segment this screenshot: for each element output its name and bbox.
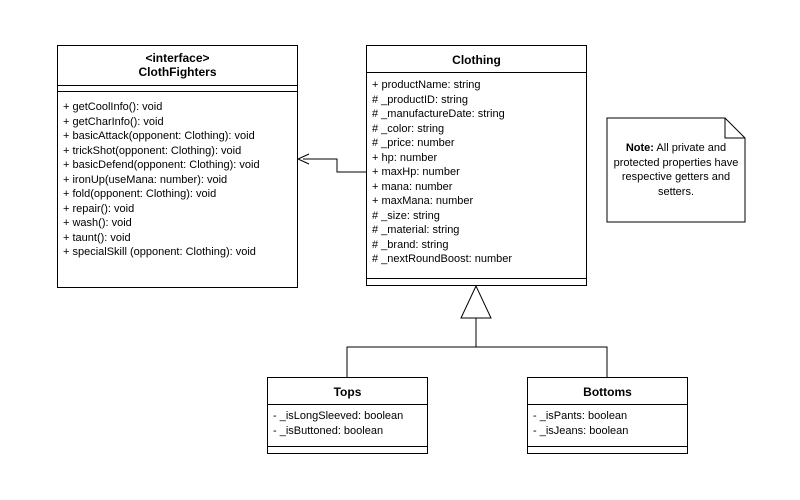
method-item: + trickShot(opponent: Clothing): void: [63, 144, 242, 157]
attribute-item: # _brand: string: [372, 238, 449, 251]
attribute-item: # _nextRoundBoost: number: [372, 253, 513, 265]
attribute-list: - _isLongSleeved: boolean - _isButtoned:…: [268, 405, 427, 438]
attribute-item: + maxHp: number: [372, 166, 460, 178]
attribute-list: - _isPants: boolean - _isJeans: boolean: [528, 405, 687, 438]
class-name: ClothFighters: [138, 65, 217, 79]
class-header: Bottoms: [528, 378, 687, 405]
class-header: <interface> ClothFighters: [58, 46, 297, 86]
attribute-item: # _color: string: [372, 122, 445, 135]
arrowhead-icon: [296, 153, 310, 165]
stereotype-label: <interface>: [145, 51, 210, 65]
note-body: All private and protected properties hav…: [613, 142, 739, 198]
clothing-class[interactable]: Clothing + productName: string # _produc…: [366, 45, 587, 286]
method-item: + specialSkill (opponent: Clothing): voi…: [63, 246, 256, 258]
attribute-item: # _productID: string: [372, 93, 468, 106]
method-item: + taunt(): void: [63, 231, 131, 244]
attribute-item: - _isLongSleeved: boolean: [273, 410, 404, 422]
attribute-item: + mana: number: [372, 180, 453, 193]
method-item: + getCharInfo(): void: [63, 115, 164, 128]
attribute-list: + productName: string # _productID: stri…: [367, 73, 586, 267]
method-compartment: [528, 446, 687, 447]
class-name: Clothing: [452, 53, 501, 67]
attribute-item: # _manufactureDate: string: [372, 108, 505, 120]
method-compartment: [268, 446, 427, 447]
attribute-item: - _isJeans: boolean: [533, 424, 629, 437]
attribute-item: + hp: number: [372, 151, 438, 164]
method-list: + getCoolInfo(): void + getCharInfo(): v…: [58, 92, 297, 260]
attribute-item: # _material: string: [372, 224, 460, 236]
method-item: + basicAttack(opponent: Clothing): void: [63, 130, 255, 142]
attribute-item: + productName: string: [372, 79, 481, 91]
method-item: + basicDefend(opponent: Clothing): void: [63, 159, 260, 171]
attribute-item: + maxMana: number: [372, 195, 474, 207]
realization-line: [303, 158, 366, 173]
inheritance-line: [476, 346, 608, 377]
tops-class[interactable]: Tops - _isLongSleeved: boolean - _isButt…: [267, 377, 428, 454]
class-name: Bottoms: [583, 385, 632, 399]
attribute-item: # _price: number: [372, 137, 455, 149]
clothfighters-class[interactable]: <interface> ClothFighters + getCoolInfo(…: [57, 45, 298, 288]
attribute-item: - _isPants: boolean: [533, 410, 628, 422]
method-item: + repair(): void: [63, 202, 135, 215]
inheritance-line: [346, 318, 477, 377]
inheritance-triangle-icon: [460, 284, 492, 319]
method-item: + wash(): void: [63, 217, 132, 229]
note-shape: [606, 117, 746, 223]
attribute-item: # _size: string: [372, 209, 440, 222]
class-header: Tops: [268, 378, 427, 405]
class-header: Clothing: [367, 46, 586, 73]
class-name: Tops: [333, 385, 362, 399]
note-fold-icon: [724, 118, 745, 139]
method-item: + getCoolInfo(): void: [63, 101, 163, 113]
bottoms-class[interactable]: Bottoms - _isPants: boolean - _isJeans: …: [527, 377, 688, 454]
method-item: + fold(opponent: Clothing): void: [63, 188, 217, 200]
method-compartment: [367, 278, 586, 279]
note-text: Note: All private and protected properti…: [607, 141, 745, 199]
attribute-item: - _isButtoned: boolean: [273, 424, 384, 437]
attribute-compartment: [58, 86, 297, 92]
method-item: + ironUp(useMana: number): void: [63, 173, 228, 186]
note-label: Note:: [625, 142, 654, 154]
